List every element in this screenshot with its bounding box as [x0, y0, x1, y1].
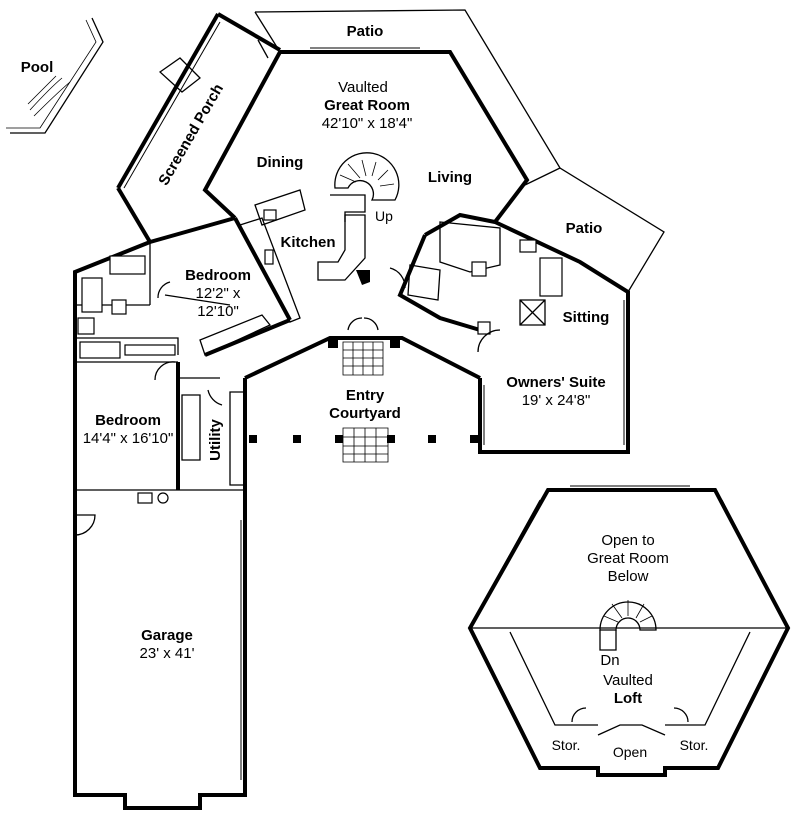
- loft-walls: [467, 485, 791, 777]
- pool-outline: [6, 17, 104, 134]
- dining-label: Dining: [257, 154, 304, 171]
- great-room-walls: [202, 47, 530, 224]
- storage-left-label: Stor.: [552, 737, 581, 753]
- bedroom1-label: Bedroom: [185, 267, 251, 284]
- great-room-vaulted-label: Vaulted: [338, 79, 388, 96]
- bedroom1-walls: [164, 294, 272, 356]
- owners-suite-label: Owners' Suite: [506, 374, 605, 391]
- storage-right-label: Stor.: [680, 737, 709, 753]
- living-label: Living: [428, 169, 472, 186]
- great-room-label: Great Room: [324, 97, 410, 114]
- courtyard-label: Courtyard: [329, 405, 401, 422]
- bedroom1-size-b: 12'10": [197, 303, 239, 320]
- owners-suite-walls: [389, 212, 630, 454]
- kitchen-label: Kitchen: [280, 234, 335, 251]
- open-to-label-a: Open to: [601, 532, 654, 549]
- screened-porch-outline: [116, 12, 282, 244]
- bedroom2-label: Bedroom: [95, 412, 161, 429]
- bedroom2-utility-walls: [75, 336, 481, 504]
- kitchen-counters: [233, 189, 370, 323]
- entry-label: Entry: [346, 387, 385, 404]
- garage-walls: [73, 490, 247, 810]
- loft-label: Loft: [614, 690, 642, 707]
- owners-suite-size: 19' x 24'8": [522, 392, 591, 409]
- entry-courtyard: [249, 317, 478, 463]
- loft-vaulted-label: Vaulted: [603, 672, 653, 689]
- open-to-label-b: Great Room: [587, 550, 669, 567]
- patio-top-label: Patio: [347, 23, 384, 40]
- bedroom1-size-a: 12'2" x: [196, 285, 241, 302]
- great-room-size: 42'10" x 18'4": [322, 115, 413, 132]
- bedroom2-size: 14'4" x 16'10": [83, 430, 174, 447]
- garage-label: Garage: [141, 627, 193, 644]
- patio-right-label: Patio: [566, 220, 603, 237]
- stair-down-label: Dn: [600, 652, 619, 669]
- sitting-label: Sitting: [563, 309, 610, 326]
- open-label: Open: [613, 744, 647, 760]
- utility-label: Utility: [207, 419, 224, 461]
- pool-label: Pool: [21, 59, 54, 76]
- open-to-label-c: Below: [608, 568, 649, 585]
- stair-up-label: Up: [375, 208, 393, 224]
- garage-size: 23' x 41': [140, 645, 195, 662]
